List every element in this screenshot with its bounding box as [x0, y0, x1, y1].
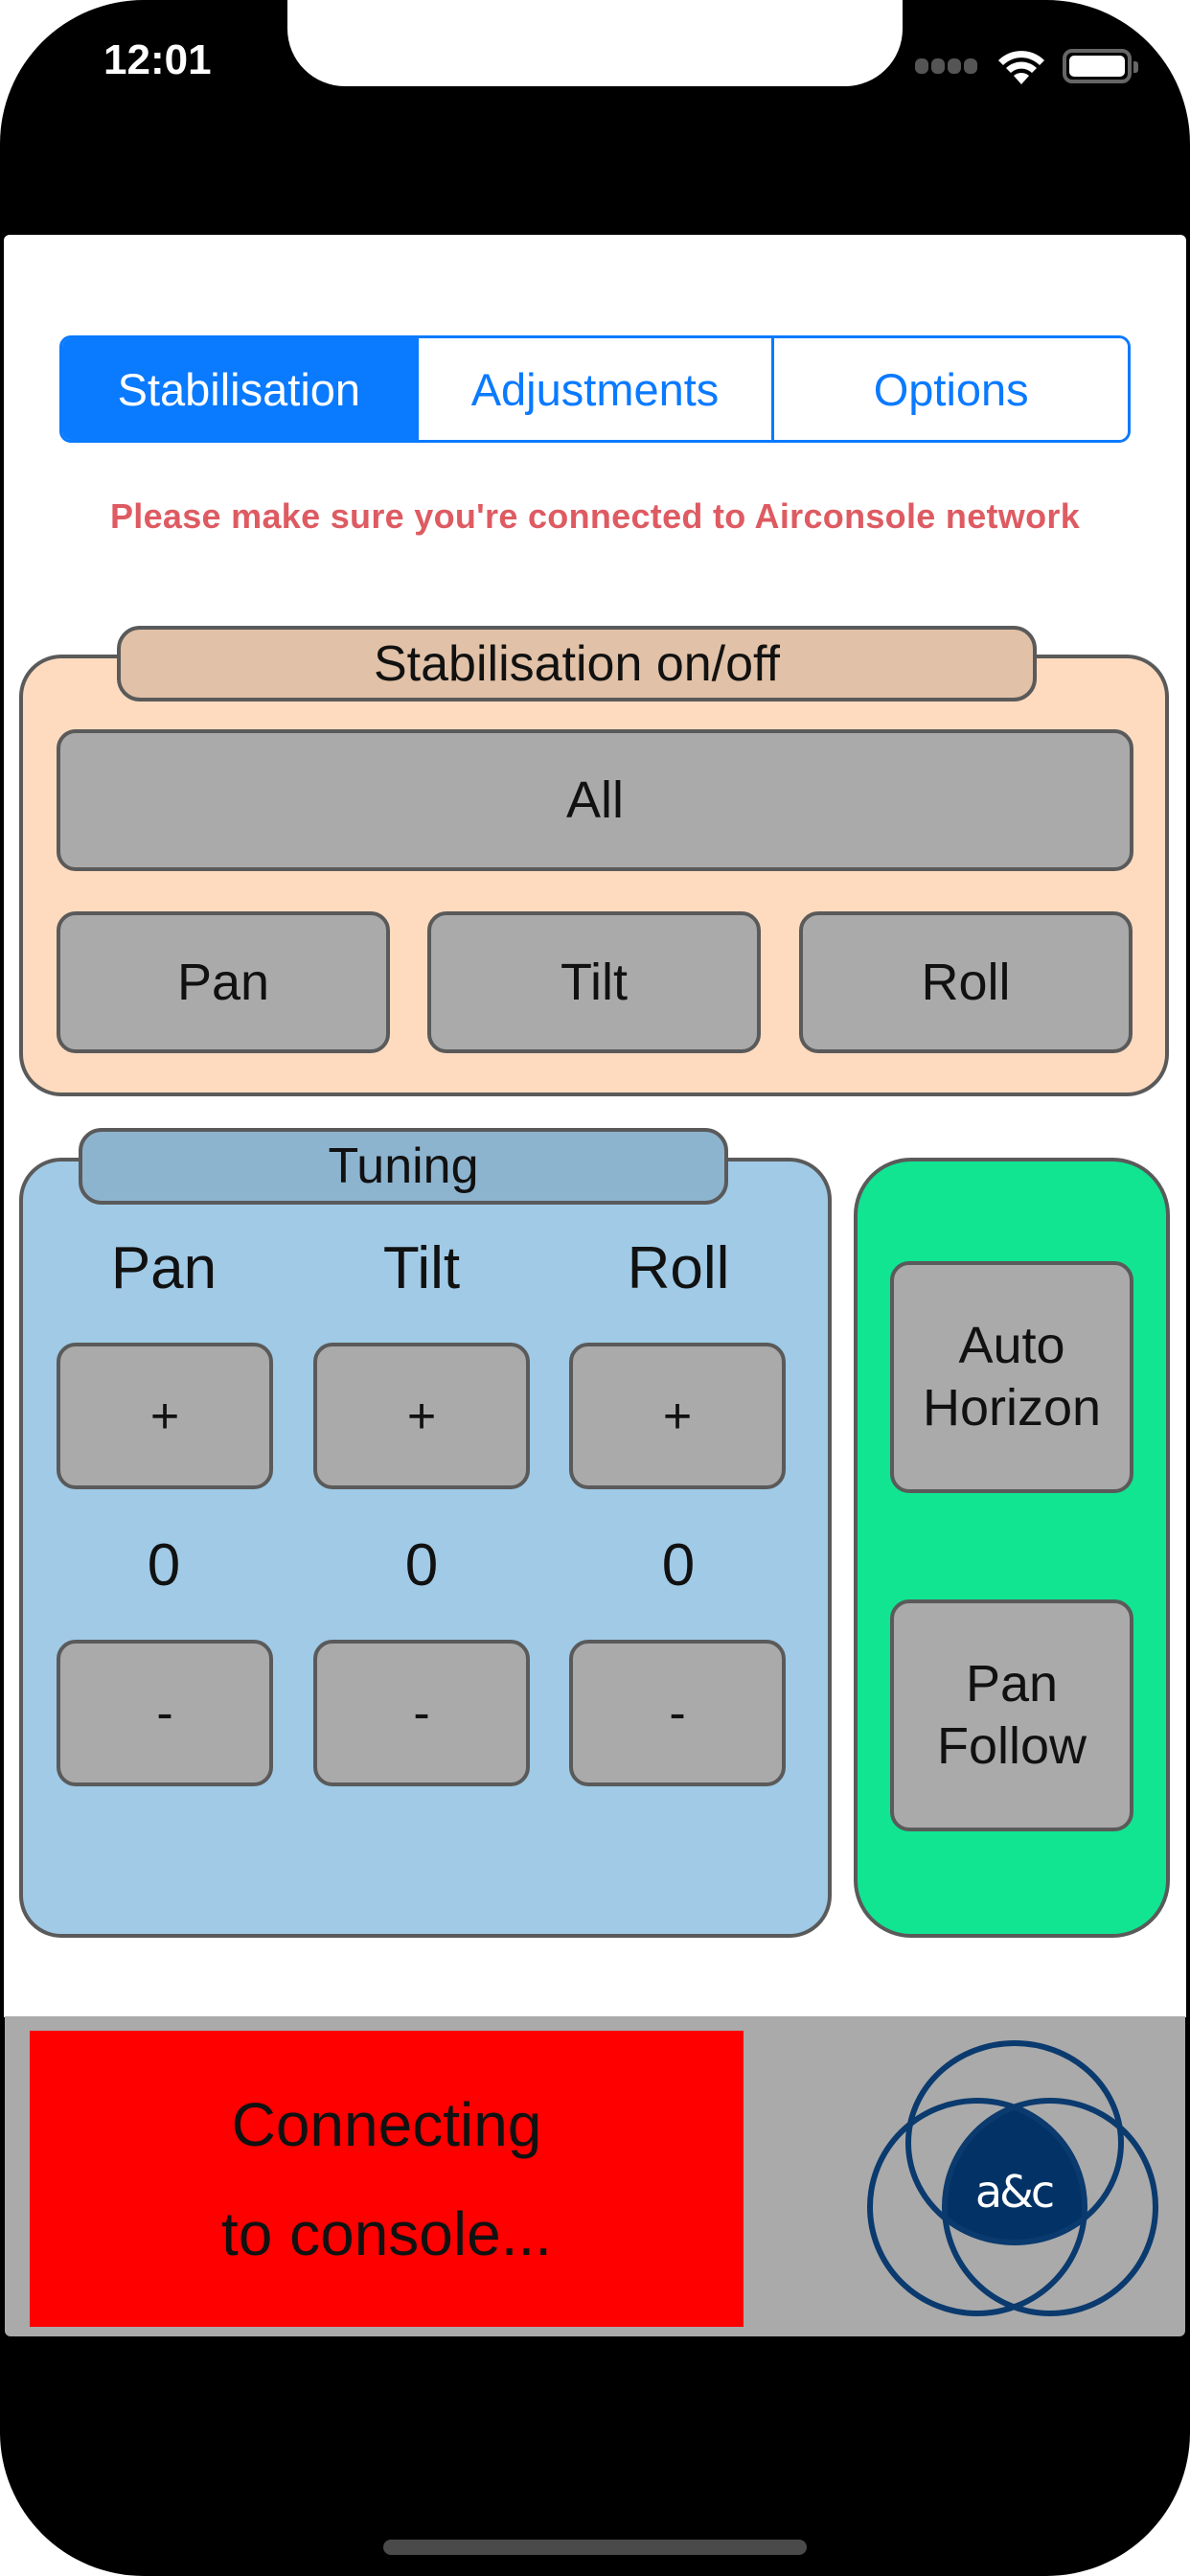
- tab-stabilisation[interactable]: Stabilisation: [62, 338, 416, 440]
- logo-ring-top: [905, 2040, 1124, 2245]
- connection-status: Connecting to console...: [30, 2031, 744, 2327]
- signal-dot: [931, 58, 945, 74]
- logo-ring-left: [867, 2098, 1087, 2316]
- auto-horizon-line1: Auto: [958, 1317, 1065, 1375]
- status-time: 12:01: [103, 36, 212, 83]
- tuning-pan-label: Pan: [110, 1235, 217, 1301]
- battery-fill: [1069, 56, 1125, 77]
- auto-horizon-line2: Horizon: [922, 1379, 1102, 1437]
- logo-ring-right: [942, 2098, 1158, 2316]
- ac-logo: a&c: [867, 2040, 1158, 2316]
- tuning-panel: [19, 1158, 832, 1938]
- connection-status-line1: Connecting: [231, 2089, 542, 2159]
- signal-dot: [948, 58, 961, 74]
- tilt-plus-button[interactable]: +: [313, 1343, 530, 1489]
- notch: [287, 0, 903, 86]
- pan-follow-line2: Follow: [936, 1717, 1087, 1775]
- logo-text: a&c: [975, 2166, 1053, 2218]
- stabilisation-title: Stabilisation on/off: [117, 626, 1037, 702]
- stabilise-roll-button[interactable]: Roll: [799, 911, 1133, 1053]
- pan-minus-button[interactable]: -: [57, 1640, 273, 1786]
- roll-minus-button[interactable]: -: [569, 1640, 786, 1786]
- logo-center-fill: [945, 2101, 1085, 2242]
- tuning-tilt-label: Tilt: [382, 1235, 461, 1301]
- tab-adjustments[interactable]: Adjustments: [415, 338, 772, 440]
- stabilise-tilt-button[interactable]: Tilt: [427, 911, 761, 1053]
- pan-plus-button[interactable]: +: [57, 1343, 273, 1489]
- stabilise-all-button[interactable]: All: [57, 729, 1133, 871]
- roll-plus-button[interactable]: +: [569, 1343, 786, 1489]
- connection-status-line2: to console...: [220, 2198, 553, 2268]
- stabilise-pan-button[interactable]: Pan: [57, 911, 390, 1053]
- home-indicator[interactable]: [383, 2540, 807, 2555]
- pan-value: 0: [147, 1532, 181, 1598]
- signal-dots-icon: [915, 58, 928, 74]
- pan-follow-button[interactable]: Pan Follow: [890, 1599, 1133, 1831]
- battery-icon: [1063, 49, 1138, 83]
- pan-follow-line1: Pan: [965, 1655, 1059, 1714]
- roll-value: 0: [661, 1532, 696, 1598]
- status-icons: [915, 48, 1138, 84]
- tilt-value: 0: [404, 1532, 439, 1598]
- tuning-title: Tuning: [79, 1128, 728, 1205]
- wifi-icon: [998, 51, 1044, 84]
- tilt-minus-button[interactable]: -: [313, 1640, 530, 1786]
- tuning-roll-label: Roll: [627, 1235, 730, 1301]
- battery-nub: [1133, 61, 1138, 73]
- auto-horizon-button[interactable]: Auto Horizon: [890, 1261, 1133, 1493]
- network-warning: Please make sure you're connected to Air…: [109, 496, 1081, 536]
- signal-dot: [964, 58, 977, 74]
- tab-segmented-control: Stabilisation Adjustments Options: [59, 335, 1131, 443]
- tab-options[interactable]: Options: [771, 338, 1128, 440]
